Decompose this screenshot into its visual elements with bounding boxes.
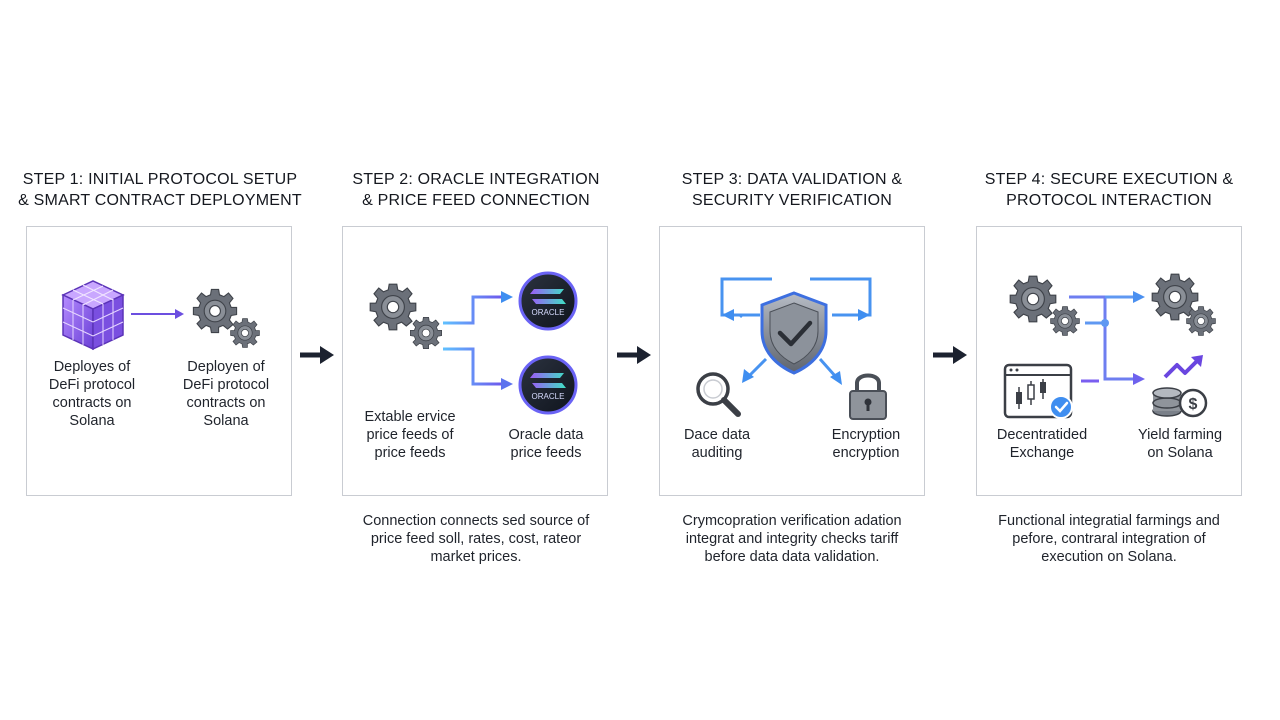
description-line: before data data validation.: [704, 549, 880, 565]
label-line: Dace data: [683, 427, 751, 443]
flow-arrow-2-to-3: [617, 346, 651, 364]
oracle-badge-icon: ORACLE: [518, 355, 578, 415]
step-4-title-line-2: PROTOCOL INTERACTION: [1006, 192, 1212, 209]
gears-icon: [1151, 273, 1216, 336]
label-line: DeFi protocol: [182, 377, 270, 393]
description-line: pefore, contraral integration of: [1012, 531, 1206, 547]
step-4-description: Functional integratial farmings and pefo…: [959, 512, 1259, 566]
label-line: Yield farming: [1137, 427, 1223, 443]
step-4-title: STEP 4: SECURE EXECUTION & PROTOCOL INTE…: [959, 169, 1259, 211]
description-line: price feed soll, rates, cost, rateor: [370, 531, 582, 547]
step-3-title-line-2: SECURITY VERIFICATION: [691, 192, 893, 209]
step-1-panel: Deployes of DeFi protocol contracts on S…: [26, 226, 292, 496]
label-line: on Solana: [1147, 445, 1213, 461]
label-line: price feeds: [374, 445, 446, 461]
label-line: Encryption: [831, 427, 901, 443]
oracle-badge-text: ORACLE: [532, 392, 565, 401]
label-line: price feeds of: [366, 427, 454, 443]
step-2-panel: ORACLE ORACLE Extable ervice price feeds…: [342, 226, 608, 496]
description-line: execution on Solana.: [1041, 549, 1177, 565]
label-line: Solana: [203, 413, 249, 429]
yield-coins-icon: $: [1152, 355, 1208, 418]
step-1-label-left: Deployes of DeFi protocol contracts on S…: [29, 358, 155, 430]
step-2-description: Connection connects sed source of price …: [326, 512, 626, 566]
step-1-label-right: Deployen of DeFi protocol contracts on S…: [163, 358, 289, 430]
validation-loop-arrows: [720, 277, 872, 378]
step-3-title: STEP 3: DATA VALIDATION & SECURITY VERIF…: [642, 169, 942, 211]
magnifier-icon: [696, 372, 741, 417]
description-line: Crymcopration verification adation: [682, 513, 902, 529]
label-line: DeFi protocol: [48, 377, 136, 393]
blockchain-cube-icon: [61, 280, 125, 351]
label-line: Oracle data: [508, 427, 584, 443]
step-4-label-right: Yield farming on Solana: [1117, 426, 1243, 462]
step-3-title-line-1: STEP 3: DATA VALIDATION &: [681, 171, 903, 188]
step-4-title-line-1: STEP 4: SECURE EXECUTION &: [984, 171, 1234, 188]
step-3-label-left: Dace data auditing: [660, 426, 774, 462]
label-line: Deployen of: [187, 359, 265, 375]
step-1-title-line-1: STEP 1: INITIAL PROTOCOL SETUP: [22, 171, 298, 188]
step-1-title-line-2: & SMART CONTRACT DEPLOYMENT: [18, 192, 302, 209]
label-line: Solana: [69, 413, 115, 429]
step-3-panel: Dace data auditing Encryption encryption: [659, 226, 925, 496]
step-2-title-line-2: & PRICE FEED CONNECTION: [362, 192, 590, 209]
label-line: auditing: [691, 445, 743, 461]
label-line: contracts on: [186, 395, 266, 411]
flow-arrow-1-to-2: [300, 346, 334, 364]
description-line: market prices.: [430, 549, 522, 565]
padlock-icon: [849, 373, 887, 420]
oracle-badge-icon: ORACLE: [518, 271, 578, 331]
oracle-badge-text: ORACLE: [532, 308, 565, 317]
step-3-label-right: Encryption encryption: [806, 426, 926, 462]
deploy-arrow: [131, 309, 184, 319]
step-4-label-left: Decentratided Exchange: [977, 426, 1107, 462]
step-2-title-line-1: STEP 2: ORACLE INTEGRATION: [352, 171, 600, 188]
gears-icon: [1009, 275, 1080, 336]
description-line: Connection connects sed source of: [362, 513, 590, 529]
label-line: Extable ervice: [364, 409, 456, 425]
label-line: encryption: [832, 445, 900, 461]
execution-flow-lines: [1069, 295, 1137, 383]
svg-text:$: $: [1189, 396, 1198, 413]
flow-arrow-3-to-4: [933, 346, 967, 364]
step-1-title: STEP 1: INITIAL PROTOCOL SETUP & SMART C…: [10, 169, 310, 211]
label-line: price feeds: [510, 445, 582, 461]
label-line: Deployes of: [53, 359, 131, 375]
step-2-label-right: Oracle data price feeds: [483, 426, 609, 462]
step-4-panel: $ Decentratided Exchange Yield farming o…: [976, 226, 1242, 496]
step-3-description: Crymcopration verification adation integ…: [642, 512, 942, 566]
exchange-chart-icon: [1003, 363, 1073, 419]
description-line: Functional integratial farmings and: [998, 513, 1220, 529]
gears-icon: [192, 288, 260, 348]
gears-icon: [369, 283, 442, 349]
data-flow-lines: [443, 295, 503, 386]
shield-check-icon: [760, 291, 828, 375]
step-2-label-left: Extable ervice price feeds of price feed…: [345, 408, 475, 462]
label-line: Exchange: [1009, 445, 1075, 461]
label-line: Decentratided: [996, 427, 1088, 443]
step-2-title: STEP 2: ORACLE INTEGRATION & PRICE FEED …: [326, 169, 626, 211]
description-line: integrat and integrity checks tariff: [685, 531, 899, 547]
label-line: contracts on: [52, 395, 132, 411]
